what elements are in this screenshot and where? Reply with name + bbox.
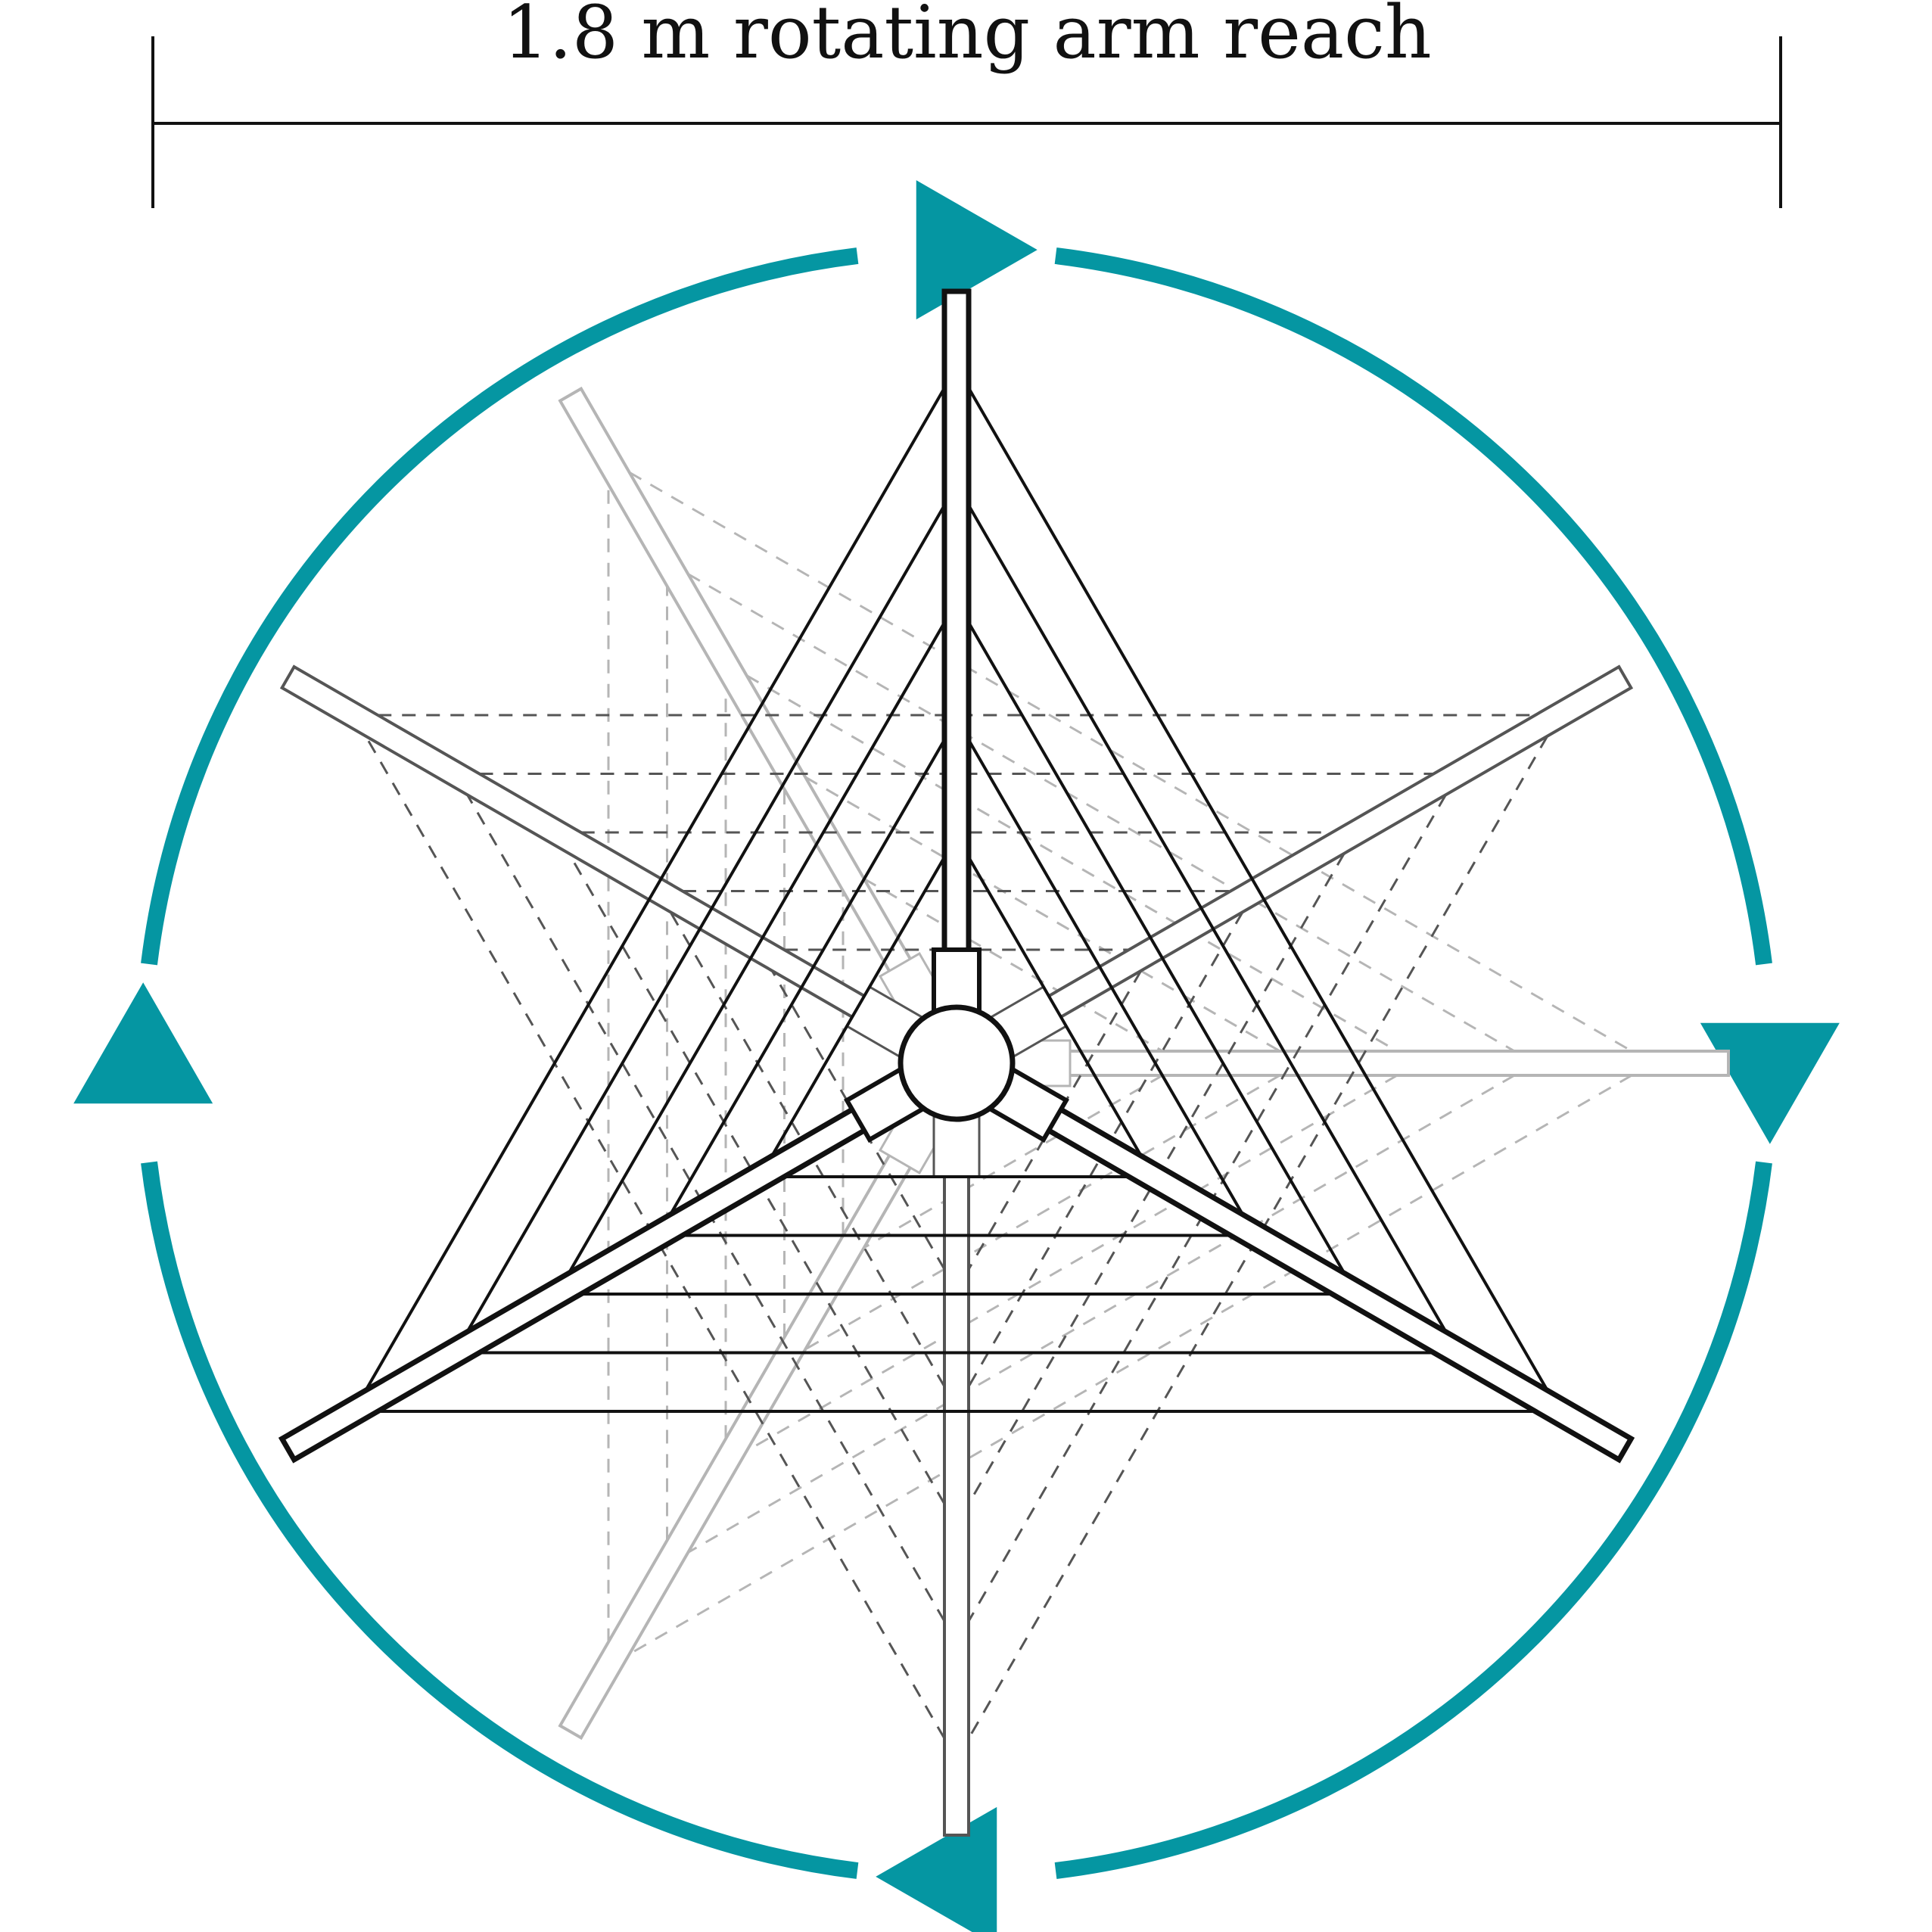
washing-line	[955, 835, 1155, 1178]
rotation-arrow-icon	[1700, 1022, 1840, 1144]
ghost-dryer	[558, 386, 1730, 1741]
rotation-ring	[73, 180, 1840, 1932]
washing-line	[783, 1062, 1302, 1363]
washing-line	[608, 1062, 1654, 1668]
washing-line	[555, 600, 958, 1296]
washing-line	[758, 835, 958, 1178]
washing-line	[608, 459, 1654, 1065]
arm	[941, 288, 972, 1021]
washing-line	[783, 764, 1302, 1065]
washing-line	[725, 662, 1419, 1065]
rotation-arrow-icon	[916, 180, 1038, 320]
washing-line	[657, 717, 958, 1237]
washing-line	[842, 865, 1184, 1065]
rotation-arc	[141, 1161, 859, 1879]
reach-caption: 1.8 m rotating arm reach	[502, 0, 1432, 75]
dimension-line	[151, 36, 1782, 208]
arm	[986, 1072, 1635, 1464]
arm	[1000, 1050, 1730, 1077]
rotation-arc	[1054, 1161, 1772, 1879]
rotation-arc	[141, 247, 859, 966]
washing-line	[955, 714, 1561, 1760]
washing-line	[352, 366, 958, 1413]
washing-line	[725, 1062, 1419, 1464]
arm	[943, 1107, 970, 1837]
rotation-arrow-icon	[73, 982, 213, 1104]
washing-line	[955, 773, 1459, 1643]
washing-line	[666, 561, 1536, 1065]
arm	[988, 664, 1634, 1053]
washing-line	[955, 600, 1358, 1296]
rotation-arrow-icon	[876, 1806, 997, 1932]
rotation-arc	[1054, 247, 1772, 966]
washing-line	[666, 1062, 1536, 1566]
washing-line	[955, 366, 1561, 1413]
main-dryer	[278, 288, 1635, 1464]
ghost-positions	[279, 386, 1730, 1837]
washing-line	[453, 483, 958, 1354]
washing-line	[842, 1062, 1184, 1262]
hub-pole	[898, 1004, 1016, 1122]
washing-line	[955, 484, 1460, 1354]
washing-line	[352, 714, 958, 1760]
washing-line	[454, 773, 958, 1643]
washing-line	[955, 718, 1256, 1237]
